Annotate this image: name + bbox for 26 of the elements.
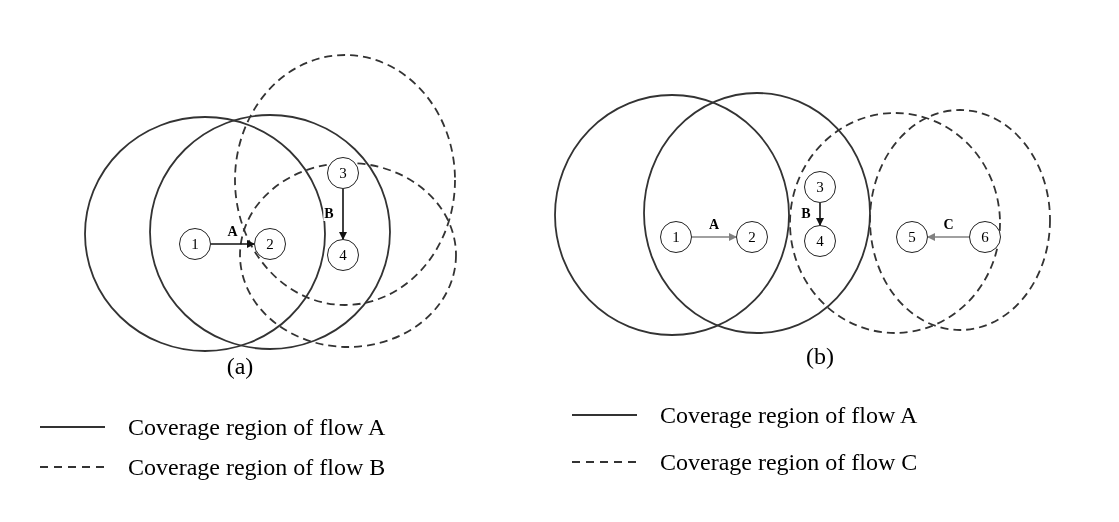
node-circle: 2 (736, 221, 768, 253)
legend-text: Coverage region of flow A (660, 401, 918, 429)
arrow (691, 233, 737, 241)
panel-caption: (b) (806, 342, 834, 370)
edge-label: C (942, 218, 955, 232)
edge-label: B (323, 207, 335, 221)
arrow (339, 188, 347, 240)
panel-caption: (a) (226, 352, 254, 380)
node-circle: 6 (969, 221, 1001, 253)
node-circle: 1 (660, 221, 692, 253)
edge-label: B (800, 207, 812, 221)
node-circle: 1 (179, 228, 211, 260)
node-circle: 3 (327, 157, 359, 189)
node-circle: 4 (804, 225, 836, 257)
legend-text: Coverage region of flow C (660, 448, 918, 476)
node-circle: 3 (804, 171, 836, 203)
arrow (927, 233, 970, 241)
legend-text: Coverage region of flow B (128, 453, 386, 481)
edge-label: A (707, 218, 721, 232)
edge-label: A (226, 225, 239, 239)
node-circle: 5 (896, 221, 928, 253)
legend-text: Coverage region of flow A (128, 413, 386, 441)
arrow (816, 202, 824, 226)
node-circle: 2 (254, 228, 286, 260)
node-circle: 4 (327, 239, 359, 271)
arrow (210, 240, 255, 248)
